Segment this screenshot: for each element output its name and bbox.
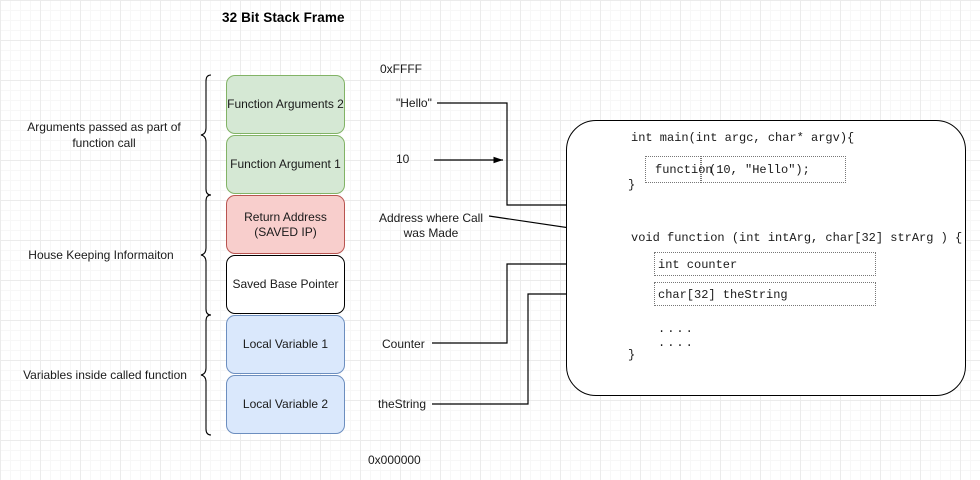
group-label-line2: function call: [72, 136, 136, 150]
code-local-int-box: [654, 252, 876, 276]
stack-slot-function-argument-1[interactable]: Function Argument 1: [226, 135, 345, 194]
stack-slot-label: Return Address (SAVED IP): [244, 210, 327, 240]
value-label-call-address-line2: was Made: [403, 226, 459, 240]
stack-slot-label: Local Variable 2: [242, 397, 329, 411]
stack-slot-local-variable-2[interactable]: Local Variable 2: [226, 375, 345, 434]
value-label-ten: 10: [396, 152, 410, 166]
value-label-call-address-line1: Address where Call: [378, 211, 484, 225]
code-ellipsis-1: ....: [658, 322, 695, 336]
value-label-counter: Counter: [382, 337, 425, 351]
code-call-args-box: [701, 156, 846, 183]
page-title: 32 Bit Stack Frame: [222, 10, 345, 25]
stack-slot-label: Function Argument 1: [230, 157, 341, 171]
code-call-name: function: [655, 163, 713, 177]
code-local-str: char[32] theString: [658, 288, 788, 302]
stack-slot-label-line2: (SAVED IP): [254, 224, 317, 239]
code-local-str-box: [654, 282, 876, 306]
code-local-int: int counter: [658, 258, 738, 272]
group-label-housekeeping: House Keeping Informaiton: [6, 247, 196, 263]
stack-slot-local-variable-1[interactable]: Local Variable 1: [226, 315, 345, 374]
group-label-line1: Arguments passed as part of: [27, 120, 181, 134]
stack-slot-function-arguments-2[interactable]: Function Arguments 2: [226, 75, 345, 134]
code-ellipsis-2: ....: [658, 336, 695, 350]
code-function-signature: void function (int intArg, char[32] strA…: [631, 231, 963, 245]
brace-housekeeping: [200, 194, 212, 316]
stack-slot-label-line1: Return Address: [244, 209, 327, 224]
value-label-hello: "Hello": [396, 96, 432, 110]
value-label-call-address: Address where Call was Made: [375, 211, 487, 241]
brace-locals: [200, 314, 212, 436]
code-main-signature: int main(int argc, char* argv){: [631, 131, 855, 145]
wire-hello: [437, 102, 508, 160]
stack-slot-label: Saved Base Pointer: [232, 277, 339, 291]
code-call-args: (10, "Hello");: [709, 163, 810, 177]
address-label-bottom: 0x000000: [368, 453, 421, 467]
group-label-locals: Variables inside called function: [10, 367, 200, 383]
brace-arguments: [200, 74, 212, 196]
stack-slot-saved-base-pointer[interactable]: Saved Base Pointer: [226, 255, 345, 314]
stack-slot-label: Function Arguments 2: [227, 97, 344, 111]
group-label-line1: House Keeping Informaiton: [28, 248, 174, 262]
group-label-arguments: Arguments passed as part of function cal…: [14, 119, 194, 151]
value-label-thestring: theString: [378, 397, 427, 411]
group-label-line1: Variables inside called function: [23, 368, 187, 382]
code-main-close: }: [628, 178, 636, 192]
stack-slot-return-address[interactable]: Return Address (SAVED IP): [226, 195, 345, 254]
code-function-close: }: [628, 348, 636, 362]
stack-slot-label: Local Variable 1: [242, 337, 329, 351]
code-call-name-box: [645, 156, 701, 183]
code-panel: [566, 120, 966, 396]
address-label-top: 0xFFFF: [380, 62, 422, 76]
